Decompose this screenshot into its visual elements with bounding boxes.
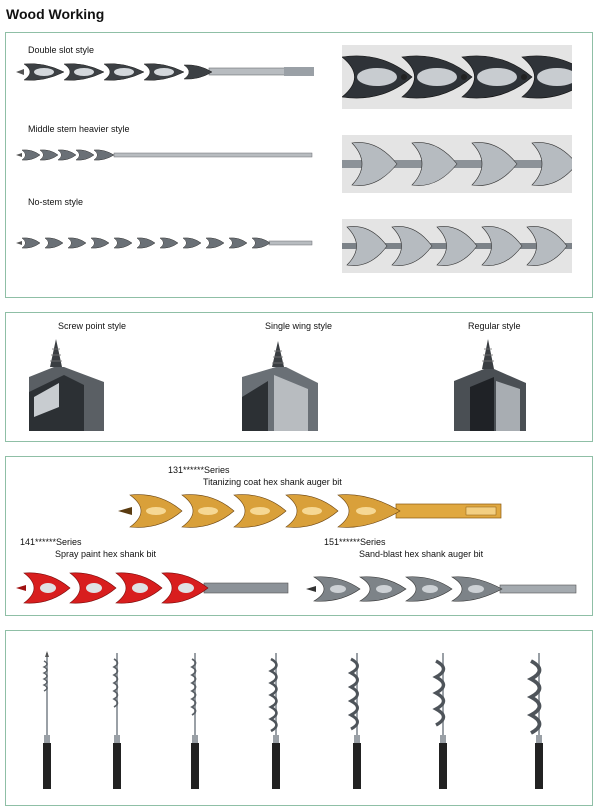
stem-style-label-middle-stem: Middle stem heavier style bbox=[28, 124, 130, 134]
vertical-bit-3 bbox=[190, 653, 199, 789]
vertical-bit-7 bbox=[526, 653, 543, 789]
titanizing-auger-bit-image bbox=[118, 494, 502, 528]
screw-point-tip-image bbox=[29, 339, 104, 431]
series-151-name: Sand-blast hex shank auger bit bbox=[359, 549, 484, 559]
vertical-bit-1 bbox=[42, 651, 51, 789]
tip-style-label-single-wing: Single wing style bbox=[265, 321, 333, 331]
regular-tip-image bbox=[454, 339, 526, 431]
tip-styles-panel: Screw point style Single wing style Regu… bbox=[5, 312, 593, 442]
vertical-bit-5 bbox=[347, 653, 361, 789]
tip-style-label-screw-point: Screw point style bbox=[58, 321, 127, 331]
page-title: Wood Working bbox=[6, 6, 105, 22]
vertical-bit-6 bbox=[432, 653, 447, 789]
double-slot-bit-image bbox=[16, 63, 314, 81]
no-stem-bit-image bbox=[16, 237, 313, 249]
single-wing-tip-image bbox=[242, 341, 318, 431]
vertical-bits-panel bbox=[5, 630, 593, 806]
series-panel: 131******Series Titanizing coat hex shan… bbox=[5, 456, 593, 616]
middle-stem-closeup-image bbox=[342, 135, 572, 193]
series-131-name: Titanizing coat hex shank auger bit bbox=[203, 477, 342, 487]
sand-blast-bit-image bbox=[306, 576, 577, 602]
series-141-name: Spray paint hex shank bit bbox=[55, 549, 157, 559]
series-141-code: 141******Series bbox=[20, 537, 82, 547]
spray-paint-bit-image bbox=[16, 572, 289, 604]
stem-style-label-double-slot: Double slot style bbox=[28, 45, 95, 55]
vertical-bit-2 bbox=[112, 653, 121, 789]
tip-style-label-regular: Regular style bbox=[468, 321, 521, 331]
double-slot-closeup-image bbox=[342, 45, 572, 109]
stem-style-label-no-stem: No-stem style bbox=[28, 197, 84, 207]
series-151-code: 151******Series bbox=[324, 537, 386, 547]
vertical-bits-image bbox=[42, 651, 543, 789]
series-131-code: 131******Series bbox=[168, 465, 230, 475]
vertical-bit-4 bbox=[268, 653, 280, 789]
stem-styles-panel: Double slot style Middle stem heavier st… bbox=[5, 32, 593, 298]
middle-stem-bit-image bbox=[16, 149, 313, 161]
no-stem-closeup-image bbox=[342, 219, 572, 273]
